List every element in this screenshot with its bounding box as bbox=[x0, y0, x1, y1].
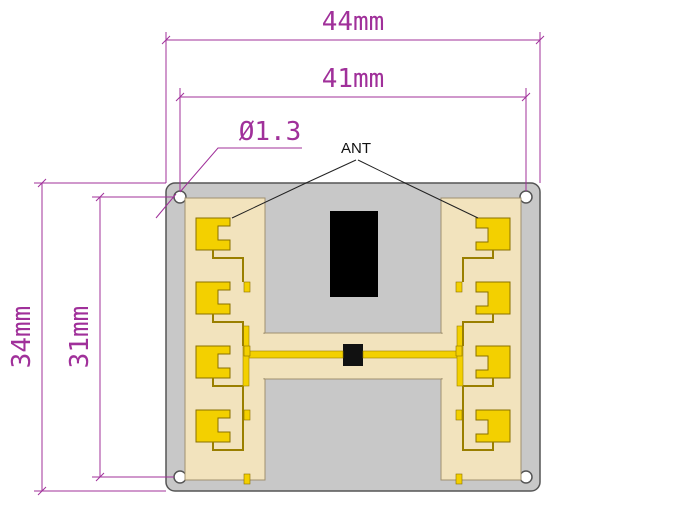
pad-right-3 bbox=[455, 409, 463, 421]
patch-left-3 bbox=[195, 345, 231, 379]
dim-label-outer-height: 34mm bbox=[7, 306, 37, 369]
hole-leader-line bbox=[179, 147, 302, 193]
tick-44-right bbox=[535, 35, 545, 45]
dim-label-inner-height: 31mm bbox=[65, 306, 95, 369]
tick-31-bottom bbox=[95, 472, 105, 482]
ant-leader-right bbox=[357, 159, 479, 219]
patch-left-4 bbox=[195, 409, 231, 443]
patch-left-2 bbox=[195, 281, 231, 315]
pad-left-2 bbox=[243, 345, 251, 357]
patch-right-1 bbox=[475, 217, 511, 251]
dim-label-outer-width: 44mm bbox=[322, 7, 385, 37]
patch-right-3 bbox=[475, 345, 511, 379]
trace-right-3 bbox=[463, 378, 494, 387]
patch-right-2 bbox=[475, 281, 511, 315]
tick-34-bottom bbox=[37, 486, 47, 496]
trace-left-4 bbox=[212, 386, 244, 451]
trace-left-3 bbox=[212, 378, 243, 387]
tick-34-top bbox=[37, 178, 47, 188]
pad-right-4 bbox=[455, 473, 463, 485]
pad-left-1 bbox=[243, 281, 251, 293]
patch-antennas bbox=[195, 217, 511, 485]
dimension-lines bbox=[34, 32, 545, 496]
patch-left-1 bbox=[195, 217, 231, 251]
tick-31-top bbox=[95, 192, 105, 202]
tick-44-left bbox=[161, 35, 171, 45]
trace-right-2 bbox=[462, 314, 494, 346]
dim-label-inner-width: 41mm bbox=[322, 64, 385, 94]
ic-chip bbox=[330, 211, 378, 297]
feed-chip bbox=[343, 344, 363, 366]
mounting-hole-bottom-left bbox=[173, 470, 187, 484]
trace-right-1 bbox=[462, 250, 494, 282]
ant-leader-lines bbox=[231, 159, 479, 219]
trace-left-2 bbox=[212, 314, 244, 346]
pad-left-3 bbox=[243, 409, 251, 421]
mounting-hole-top-left bbox=[173, 190, 187, 204]
dim-label-hole-diameter: Ø1.3 bbox=[239, 117, 302, 147]
antenna-callout-label: ANT bbox=[341, 140, 371, 157]
mounting-hole-bottom-right bbox=[519, 470, 533, 484]
patch-right-4 bbox=[475, 409, 511, 443]
trace-right-4 bbox=[462, 386, 494, 451]
pad-right-1 bbox=[455, 281, 463, 293]
mounting-hole-top-right bbox=[519, 190, 533, 204]
ant-leader-left bbox=[231, 159, 357, 219]
tick-41-left bbox=[175, 92, 185, 102]
pad-left-4 bbox=[243, 473, 251, 485]
feed-line-right bbox=[362, 350, 460, 359]
pad-right-2 bbox=[455, 345, 463, 357]
trace-left-1 bbox=[212, 250, 244, 282]
tick-41-right bbox=[521, 92, 531, 102]
feed-line-left bbox=[246, 350, 344, 359]
hole-leader-tail bbox=[155, 193, 177, 219]
